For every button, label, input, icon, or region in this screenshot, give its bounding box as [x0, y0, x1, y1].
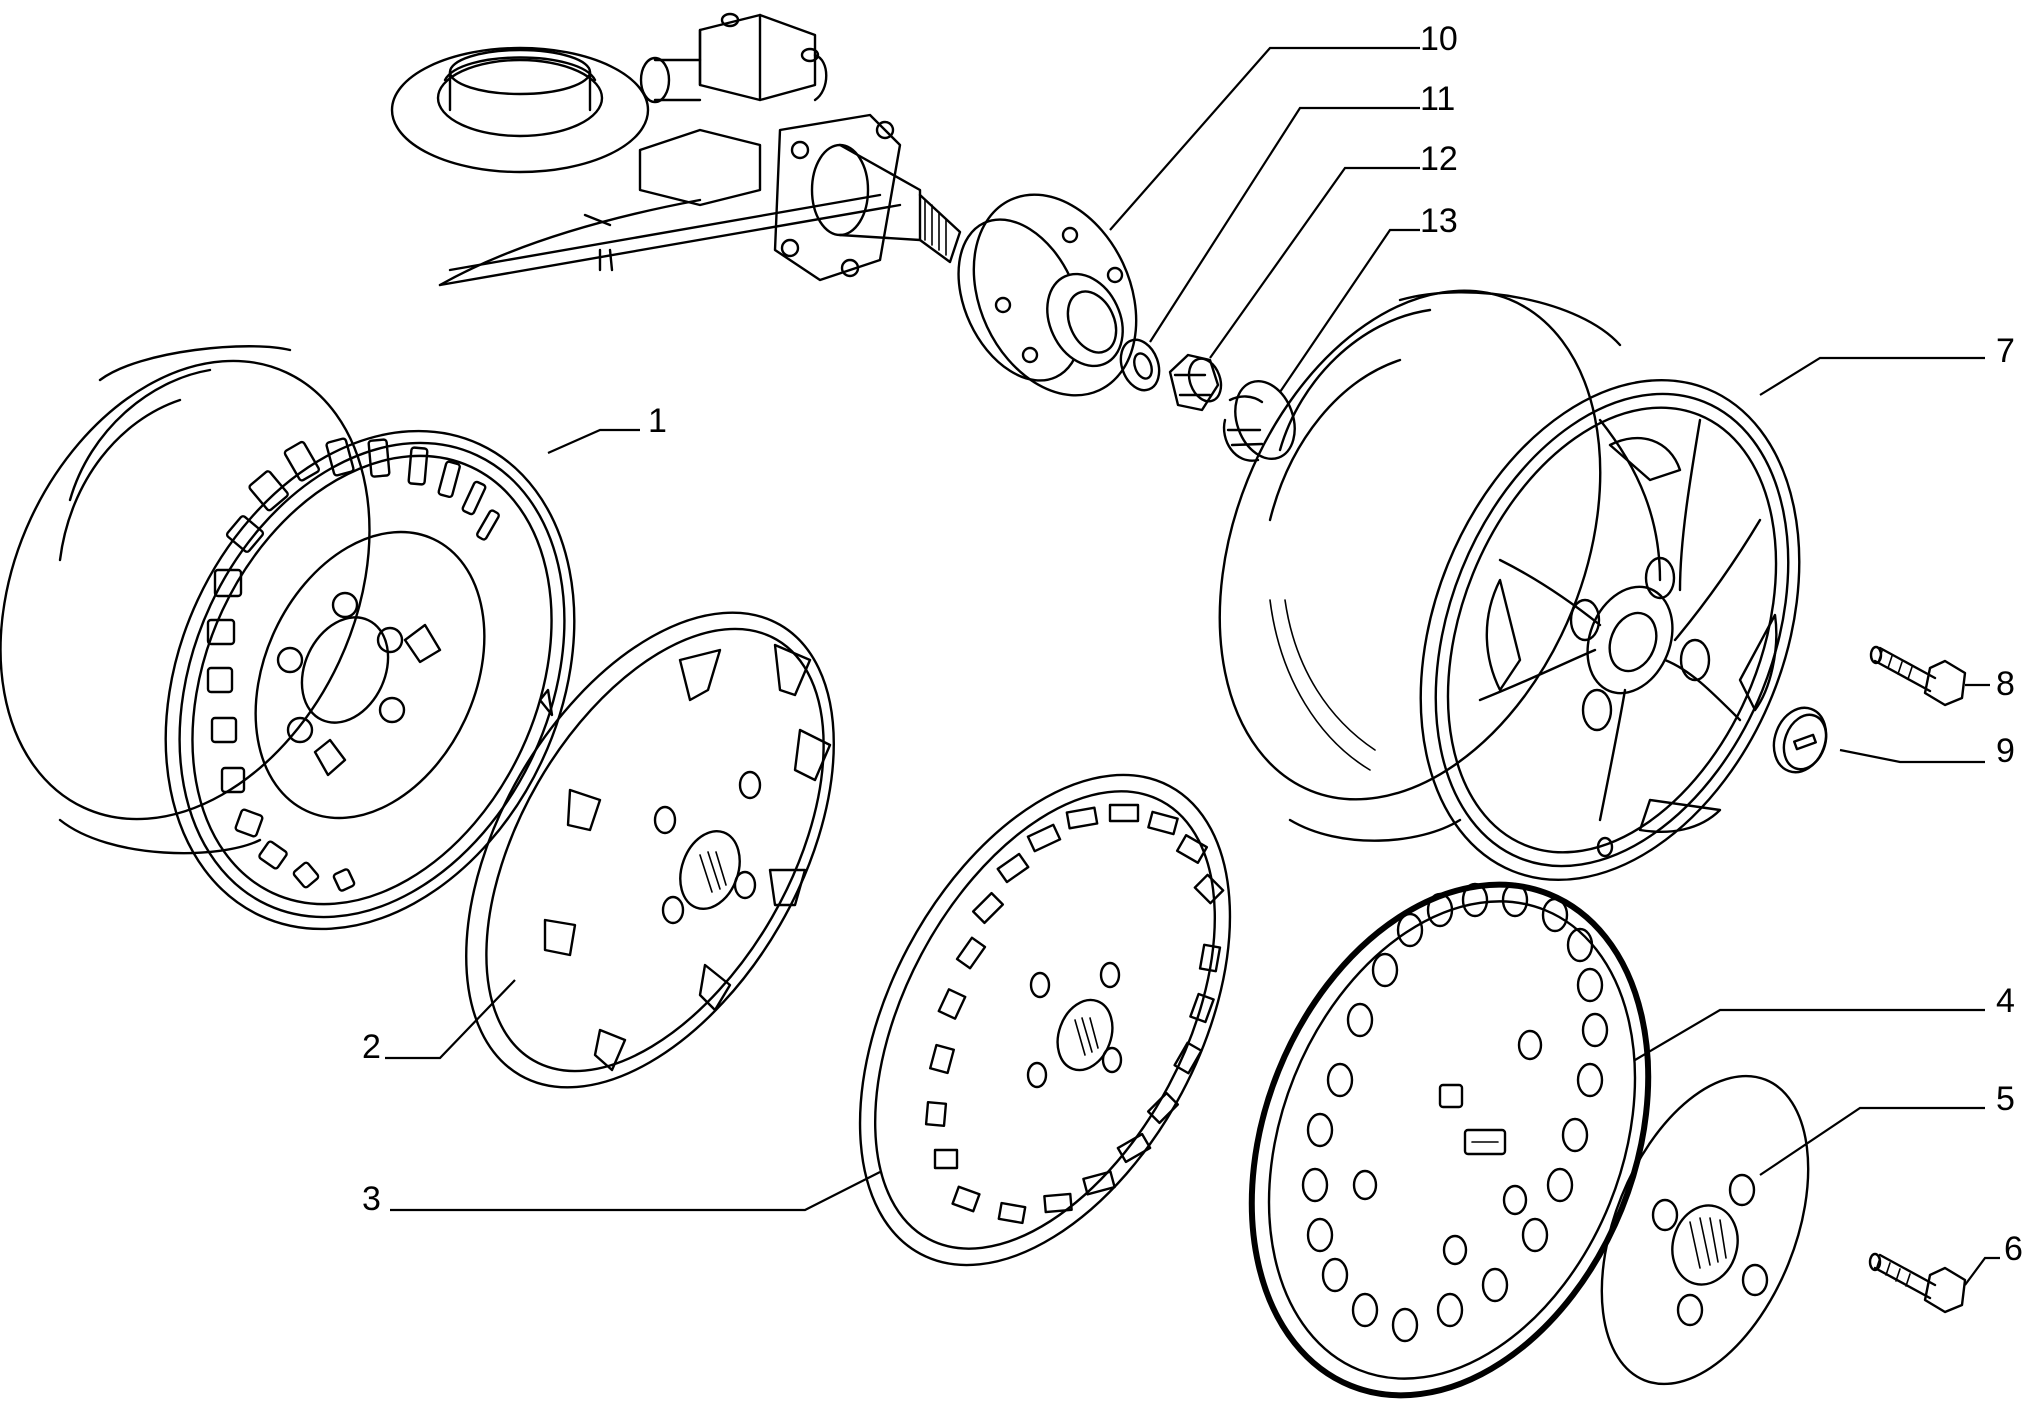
full-wheel-cover	[1248, 881, 1652, 1399]
callout-11: 11	[1420, 80, 1455, 118]
wheel-bolt-upper	[1869, 645, 1967, 707]
callout-2: 2	[362, 1028, 381, 1066]
callout-4: 4	[1996, 982, 2015, 1020]
callout-1: 1	[648, 402, 667, 440]
full-wheel-cover-holes	[1301, 882, 1609, 1343]
hub-nut	[1168, 353, 1223, 412]
wheel-hub	[957, 193, 1138, 397]
alloy-wheel	[1218, 289, 1801, 882]
hubcap-type-2-slots	[924, 803, 1225, 1225]
hubcap-type-2	[858, 773, 1232, 1267]
callout-5: 5	[1996, 1080, 2015, 1118]
steel-wheel	[0, 345, 576, 931]
callout-9: 9	[1996, 732, 2015, 770]
callout-labels: 1 2 3 4 5 6 7 8 9 10 11 12 13	[362, 20, 2023, 1268]
callout-13: 13	[1420, 202, 1458, 240]
hubcap-type-1	[465, 611, 835, 1089]
alloy-center-cap	[1772, 706, 1828, 774]
callout-7: 7	[1996, 332, 2015, 370]
steel-wheel-vent-slots	[206, 437, 500, 892]
washer	[1119, 338, 1161, 392]
axle-suspension-assembly	[390, 12, 962, 287]
leader-lines	[385, 46, 2000, 1286]
hub-grease-cap	[1222, 380, 1296, 462]
center-cap	[1600, 1074, 1810, 1386]
callout-3: 3	[362, 1180, 381, 1218]
callout-8: 8	[1996, 665, 2015, 703]
callout-6: 6	[2004, 1230, 2023, 1268]
callout-12: 12	[1420, 140, 1458, 178]
wheel-bolt-lower	[1868, 1252, 1967, 1314]
callout-10: 10	[1420, 20, 1458, 58]
